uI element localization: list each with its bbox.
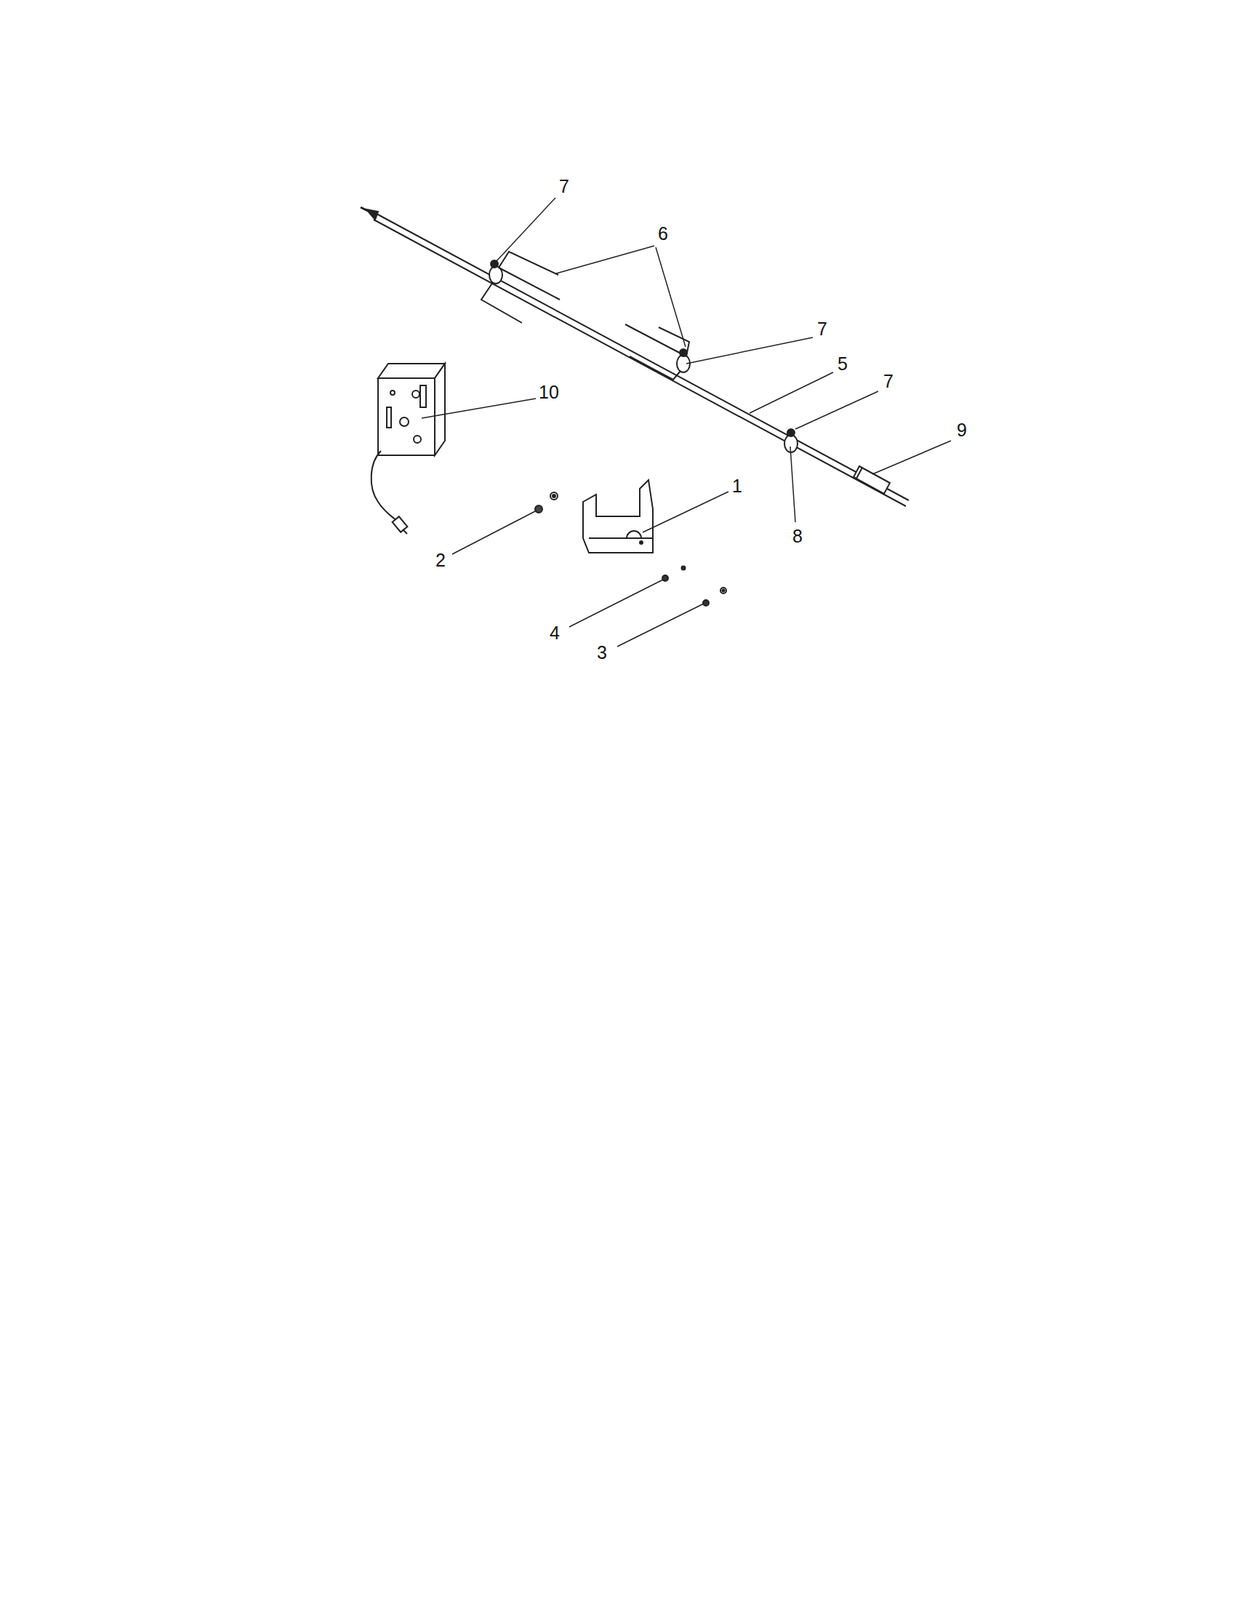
callout-number: 2 [435,551,446,570]
motor [371,363,445,534]
callout-number: 7 [883,372,894,391]
callout-number: 3 [596,643,608,662]
leader-lines [421,197,951,647]
bracket [583,479,653,553]
spit-handle [853,466,890,494]
callout-number: 7 [559,177,570,196]
callout-number: 6 [657,224,669,243]
meat-fork [481,251,690,380]
callout-number: 7 [817,319,828,339]
callout-number: 10 [538,383,560,402]
collar [489,260,798,453]
callout-number: 5 [837,354,848,373]
spit-rod [360,207,909,506]
callout-number: 1 [732,476,743,496]
fasteners [535,492,727,606]
callout-number: 8 [792,527,803,546]
callout-number: 9 [956,420,967,440]
callout-number: 4 [549,623,560,642]
